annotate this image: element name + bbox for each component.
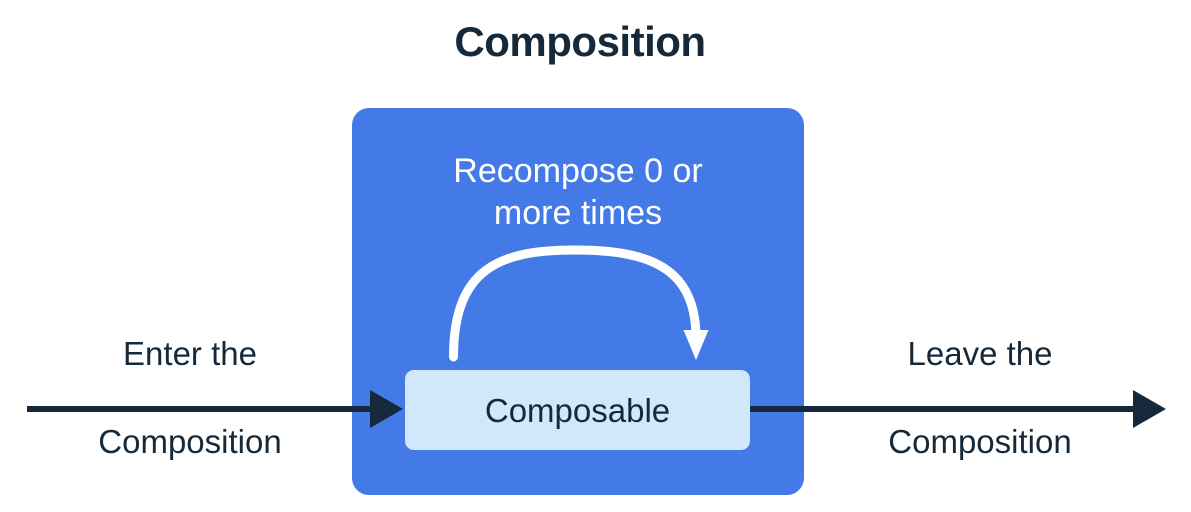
leave-caption-line-2: Composition xyxy=(888,423,1072,460)
leave-caption-line-1: Leave the xyxy=(907,335,1053,372)
recompose-caption-line-1: Recompose 0 or xyxy=(453,152,703,190)
enter-caption-line-1: Enter the xyxy=(123,335,257,372)
recompose-caption-line-2: more times xyxy=(493,194,663,232)
enter-composition-caption: Enter the Composition xyxy=(40,288,340,508)
leave-composition-caption: Leave the Composition xyxy=(830,288,1130,508)
enter-caption-line-2: Composition xyxy=(98,423,282,460)
composable-label: Composable xyxy=(484,391,671,429)
page-title: Composition xyxy=(454,18,706,65)
recompose-caption: Recompose 0 or more times xyxy=(352,150,804,234)
composable-box: Composable xyxy=(405,370,750,450)
